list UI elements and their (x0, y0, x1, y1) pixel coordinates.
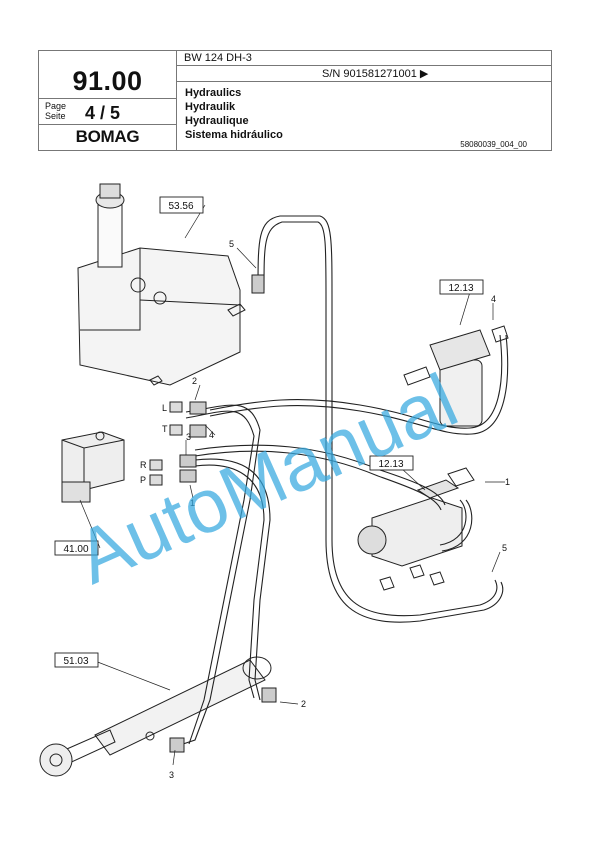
divider (39, 124, 176, 125)
port-label-l: L (162, 403, 167, 413)
hoses (179, 215, 509, 746)
port-label-t: T (162, 424, 168, 434)
filter-unit (403, 325, 509, 427)
page-label-de: Seite (45, 111, 66, 121)
callout-4: 4 (491, 294, 496, 304)
section-titles: Hydraulics Hydraulik Hydraulique Sistema… (185, 86, 283, 142)
hydraulic-pump (357, 467, 475, 591)
ref-box-tank: 53.56 (168, 201, 193, 212)
callout-2: 2 (192, 376, 197, 386)
page-label: Page Seite (45, 101, 66, 121)
hydraulic-tank (77, 183, 246, 386)
header-block: 91.00 Page Seite 4 / 5 BOMAG BW 124 DH-3… (38, 50, 552, 151)
divider (176, 81, 551, 82)
divider (39, 98, 176, 99)
page-label-en: Page (45, 101, 67, 111)
callout-3: 3 (169, 770, 174, 780)
divider (176, 65, 551, 66)
callout-4: 4 (209, 430, 214, 440)
fittings (149, 274, 277, 753)
title-en: Hydraulics (185, 87, 242, 99)
ref-box-valve: 41.00 (63, 544, 88, 555)
valve-block (61, 431, 125, 503)
port-label-r: R (140, 460, 147, 470)
document-id: 58080039_004_00 (460, 140, 527, 149)
ref-box-pump: 12.13 (378, 459, 403, 470)
brand-logo: BOMAG (75, 127, 140, 146)
steering-cylinder (39, 656, 272, 777)
callout-5: 5 (229, 239, 234, 249)
page-value: 4 / 5 (85, 103, 121, 123)
callout-1: 1 (505, 477, 510, 487)
title-fr: Hydraulique (185, 115, 249, 127)
reference-boxes (54, 196, 484, 668)
title-de: Hydraulik (185, 101, 236, 113)
page-number: 91.00 (72, 66, 143, 96)
callout-1: 1 (190, 498, 195, 508)
callout-2: 2 (301, 699, 306, 709)
divider (176, 51, 177, 150)
ref-box-filter: 12.13 (448, 283, 473, 294)
ref-box-cylinder: 51.03 (63, 656, 88, 667)
title-es: Sistema hidráulico (185, 129, 283, 141)
port-label-p: P (140, 475, 146, 485)
callout-5: 5 (502, 543, 507, 553)
serial-number: S/N 901581271001 ▶ (322, 68, 429, 80)
callout-3: 3 (186, 432, 191, 442)
model-name: BW 124 DH-3 (184, 52, 252, 64)
